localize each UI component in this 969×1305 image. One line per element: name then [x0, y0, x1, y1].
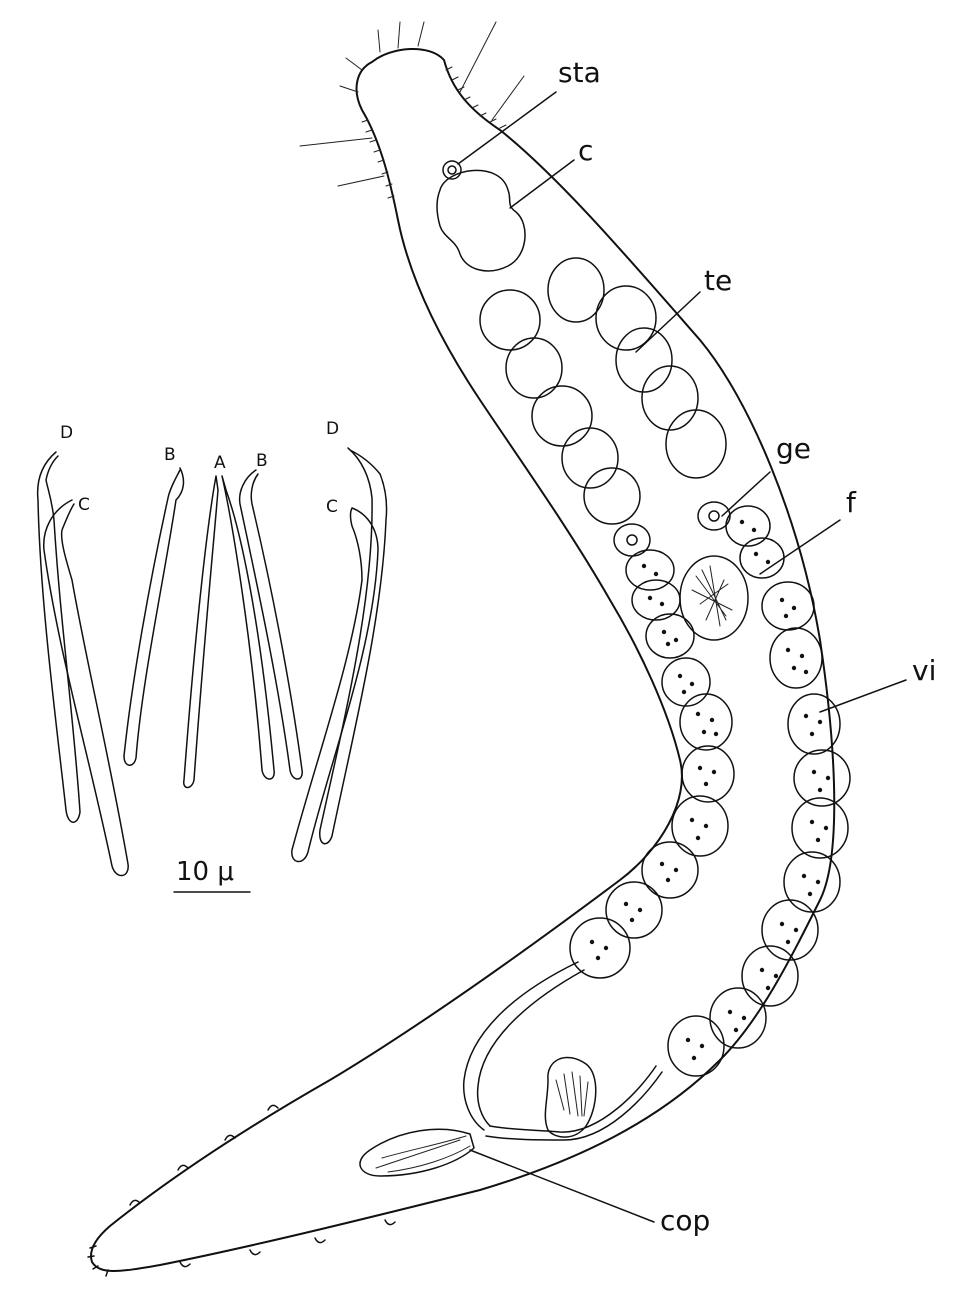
- label-copulatory-organ: cop: [660, 1204, 710, 1237]
- testes: [479, 257, 727, 525]
- label-vitellaria: vi: [912, 654, 936, 687]
- ciliation-left: [361, 119, 395, 199]
- stylet-right-b: [238, 469, 303, 780]
- vitellaria-nuclei: [589, 519, 831, 1061]
- stylet-right-c: [291, 507, 379, 863]
- ciliation-right: [445, 66, 507, 129]
- statocyst: [442, 160, 462, 180]
- leader-lines: [457, 91, 907, 1223]
- worm-body: [87, 21, 836, 1277]
- scale-bar-label: 10 μ: [176, 857, 234, 887]
- scale-bar: 10 μ: [173, 857, 251, 893]
- label-right-c: C: [326, 497, 338, 517]
- label-statocyst: sta: [558, 56, 601, 89]
- vitellaria: [569, 505, 851, 1077]
- sensory-bristles: [299, 21, 525, 187]
- label-follicle: f: [846, 486, 857, 519]
- label-left-b: B: [164, 445, 176, 465]
- copulatory-organ: [359, 961, 663, 1177]
- label-right-b: B: [256, 451, 268, 471]
- label-testes: te: [704, 264, 732, 297]
- label-right-d: D: [326, 419, 339, 439]
- egg-follicle: [679, 555, 749, 641]
- label-left-c: C: [78, 495, 90, 515]
- cerebral-ganglion: [436, 169, 526, 272]
- label-cerebral-ganglion: c: [578, 134, 593, 167]
- label-germarium: ge: [776, 432, 811, 465]
- stylets-inset: [36, 447, 388, 877]
- germarium: [697, 501, 731, 531]
- label-center-a: A: [214, 453, 226, 473]
- body-outline: [90, 48, 836, 1272]
- stylet-right-d: [319, 447, 388, 845]
- stylet-left-d: [36, 451, 81, 823]
- stylet-left-b: [123, 467, 185, 766]
- stylet-left-c: [43, 499, 129, 877]
- stylet-a-left: [183, 475, 219, 789]
- adhesive-papillae: [87, 1104, 396, 1277]
- stylet-a-right: [221, 475, 275, 780]
- label-left-d: D: [60, 423, 73, 443]
